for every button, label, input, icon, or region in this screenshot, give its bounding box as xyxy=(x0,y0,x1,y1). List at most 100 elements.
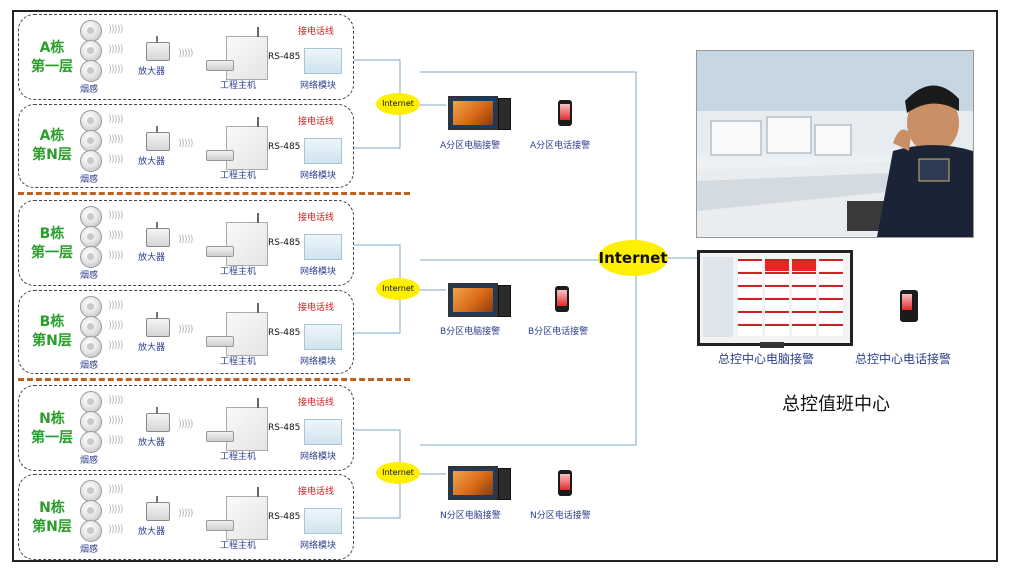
host-label: 工程主机 xyxy=(220,171,257,181)
pc-tower-icon xyxy=(498,468,511,500)
smoke-label: 烟感 xyxy=(80,361,99,371)
signal-waves-icon: ))))) xyxy=(178,508,193,519)
phone-icon xyxy=(555,286,569,312)
host-panel-icon xyxy=(226,398,268,451)
smoke-detector-icon xyxy=(80,520,102,542)
signal-waves-icon: ))))) xyxy=(108,154,123,165)
smoke-detector-icon xyxy=(80,150,102,172)
pc-tower-icon xyxy=(498,98,511,130)
internet-hub: Internet xyxy=(598,240,668,276)
rs485-label: RS-485 xyxy=(268,328,301,338)
keypad-icon xyxy=(206,60,234,71)
signal-waves-icon: ))))) xyxy=(108,524,123,535)
smoke-detector-icon xyxy=(80,431,102,453)
rs485-label: RS-485 xyxy=(268,238,301,248)
signal-waves-icon: ))))) xyxy=(178,138,193,149)
alarm-cell xyxy=(792,259,816,271)
zone-pc-label: A分区电脑接警 xyxy=(440,141,501,151)
host-panel-icon xyxy=(226,117,268,170)
zone-phone-label: B分区电话接警 xyxy=(528,327,589,337)
monitor-icon xyxy=(448,466,498,500)
alarm-cell xyxy=(792,298,816,310)
network-module-label: 网络模块 xyxy=(300,171,337,181)
floor-label: B栋第N层 xyxy=(32,314,72,349)
signal-waves-icon: ))))) xyxy=(108,114,123,125)
alarm-cell xyxy=(819,285,843,297)
host-label: 工程主机 xyxy=(220,541,257,551)
alarm-cell xyxy=(738,311,762,323)
signal-waves-icon: ))))) xyxy=(178,324,193,335)
alarm-cell xyxy=(819,298,843,310)
amplifier-label: 放大器 xyxy=(138,438,166,448)
smoke-detector-icon xyxy=(80,60,102,82)
smoke-detector-icon xyxy=(80,20,102,42)
alarm-cell xyxy=(792,285,816,297)
signal-waves-icon: ))))) xyxy=(108,250,123,261)
floor-label: A栋第一层 xyxy=(31,40,73,75)
host-label: 工程主机 xyxy=(220,357,257,367)
network-module-label: 网络模块 xyxy=(300,267,337,277)
network-module-label: 网络模块 xyxy=(300,452,337,462)
host-panel-icon xyxy=(226,27,268,80)
host-label: 工程主机 xyxy=(220,267,257,277)
phone-line-label: 接电话线 xyxy=(298,487,335,497)
smoke-label: 烟感 xyxy=(80,175,99,185)
smoke-detector-icon xyxy=(80,500,102,522)
keypad-icon xyxy=(206,246,234,257)
floor-label: A栋第N层 xyxy=(32,128,72,163)
rs485-label: RS-485 xyxy=(268,52,301,62)
smoke-detector-icon xyxy=(80,480,102,502)
alarm-cell xyxy=(819,311,843,323)
amplifier-label: 放大器 xyxy=(138,343,166,353)
floor-group: N栋第N层 xyxy=(18,474,354,560)
signal-waves-icon: ))))) xyxy=(178,234,193,245)
monitor-icon xyxy=(448,283,498,317)
rs485-label: RS-485 xyxy=(268,423,301,433)
smoke-detector-icon xyxy=(80,130,102,152)
phone-icon xyxy=(558,100,572,126)
control-room-photo xyxy=(696,50,974,238)
rs485-label: RS-485 xyxy=(268,512,301,522)
alarm-cell xyxy=(738,324,762,336)
smoke-label: 烟感 xyxy=(80,545,99,555)
network-module-icon xyxy=(304,324,342,350)
zone-phone-label: A分区电话接警 xyxy=(530,141,591,151)
rs485-label: RS-485 xyxy=(268,142,301,152)
alarm-cell xyxy=(819,259,843,271)
network-module-label: 网络模块 xyxy=(300,357,337,367)
amplifier-label: 放大器 xyxy=(138,527,166,537)
alarm-cell xyxy=(738,285,762,297)
smoke-detector-icon xyxy=(80,40,102,62)
keypad-icon xyxy=(206,150,234,161)
center-monitor xyxy=(697,250,853,346)
signal-waves-icon: ))))) xyxy=(108,210,123,221)
amplifier-label: 放大器 xyxy=(138,157,166,167)
signal-waves-icon: ))))) xyxy=(108,340,123,351)
smoke-detector-icon xyxy=(80,206,102,228)
signal-waves-icon: ))))) xyxy=(108,320,123,331)
network-module-icon xyxy=(304,419,342,445)
divider-line xyxy=(18,378,410,381)
floor-label: B栋第一层 xyxy=(31,226,73,261)
amplifier-icon xyxy=(146,496,170,521)
alarm-cell xyxy=(765,272,789,284)
keypad-icon xyxy=(206,431,234,442)
monitor-icon xyxy=(448,96,498,130)
signal-waves-icon: ))))) xyxy=(178,48,193,59)
monitor-stand xyxy=(760,342,784,348)
network-module-label: 网络模块 xyxy=(300,541,337,551)
amplifier-icon xyxy=(146,407,170,432)
internet-node: Internet xyxy=(376,93,420,115)
floor-group: N栋第一层 xyxy=(18,385,354,471)
signal-waves-icon: ))))) xyxy=(108,64,123,75)
zone-phone-label: N分区电话接警 xyxy=(530,511,591,521)
network-module-icon xyxy=(304,234,342,260)
alarm-cell xyxy=(765,311,789,323)
pc-tower-icon xyxy=(498,285,511,317)
alarm-cell xyxy=(765,285,789,297)
phone-line-label: 接电话线 xyxy=(298,303,335,313)
host-panel-icon xyxy=(226,487,268,540)
network-module-icon xyxy=(304,48,342,74)
amplifier-icon xyxy=(146,312,170,337)
network-module-icon xyxy=(304,138,342,164)
